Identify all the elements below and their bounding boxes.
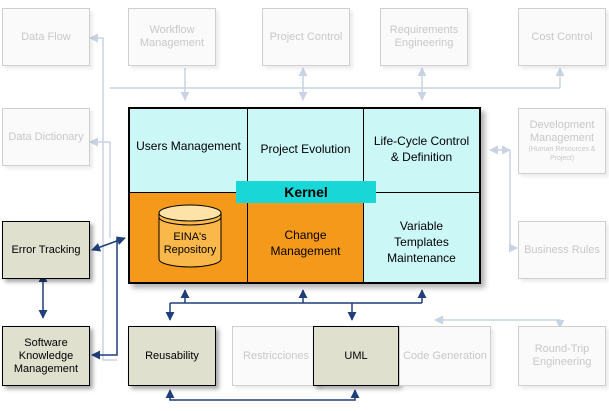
kernel-label: Kernel bbox=[236, 181, 376, 203]
module-workflow-management[interactable]: Workflow Management bbox=[128, 8, 216, 66]
module-code-generation[interactable]: Code Generation bbox=[399, 326, 491, 386]
module-round-trip-engineering[interactable]: Round-Trip Engineering bbox=[518, 326, 606, 386]
cell-label: Variable Templates Maintenance bbox=[387, 218, 456, 265]
module-label: Reusability bbox=[145, 349, 199, 362]
module-label: Workflow Management bbox=[139, 24, 205, 49]
link-data-dictionary bbox=[89, 137, 111, 238]
cell-label: Project Evolution bbox=[260, 141, 351, 156]
module-data-dictionary[interactable]: Data Dictionary bbox=[2, 108, 90, 166]
module-label: Project Control bbox=[269, 30, 343, 43]
module-label: Round-Trip Engineering bbox=[532, 343, 592, 368]
module-label: Data Flow bbox=[21, 30, 71, 43]
link-error-tracking bbox=[91, 236, 126, 252]
kernel-cell-life-cycle[interactable]: Life-Cycle Control & Definition bbox=[364, 109, 479, 193]
module-software-knowledge-management[interactable]: Software Knowledge Management bbox=[2, 326, 90, 386]
module-label: Error Tracking bbox=[11, 243, 81, 256]
kernel-cell-change-management[interactable]: Change Management bbox=[248, 193, 364, 282]
module-sublabel: (Human Resources & Project) bbox=[528, 146, 596, 162]
module-data-flow[interactable]: Data Flow bbox=[2, 8, 90, 66]
link-business-rules bbox=[508, 150, 518, 253]
module-label: UML bbox=[344, 349, 368, 362]
module-label: Data Dictionary bbox=[8, 130, 84, 143]
repository-cylinder-icon bbox=[158, 204, 222, 268]
kernel-cell-variable-templates[interactable]: Variable Templates Maintenance bbox=[364, 193, 479, 282]
module-uml[interactable]: UML bbox=[313, 326, 399, 386]
module-development-management[interactable]: Development Management (Human Resources … bbox=[518, 108, 606, 174]
module-label: Business Rules bbox=[524, 243, 600, 256]
module-restricciones[interactable]: Restricciones bbox=[232, 326, 320, 386]
kernel-cell-users-management[interactable]: Users Management bbox=[130, 109, 248, 193]
module-label: Requirements Engineering bbox=[389, 24, 459, 49]
module-label: Restricciones bbox=[242, 349, 310, 362]
module-project-control[interactable]: Project Control bbox=[262, 8, 350, 66]
module-error-tracking[interactable]: Error Tracking bbox=[2, 221, 90, 279]
module-label: Software Knowledge Management bbox=[13, 336, 79, 375]
module-label: Cost Control bbox=[531, 30, 593, 43]
module-reusability[interactable]: Reusability bbox=[128, 326, 216, 386]
link-reusability-uml bbox=[165, 389, 360, 401]
module-cost-control[interactable]: Cost Control bbox=[518, 8, 606, 66]
kernel-title: Kernel bbox=[284, 184, 328, 200]
module-label: Development Management bbox=[529, 119, 595, 144]
link-code-roundtrip bbox=[434, 315, 565, 329]
cell-label: Change Management bbox=[270, 227, 341, 258]
repository-label: EINA's Repository bbox=[163, 231, 217, 256]
cell-label: Users Management bbox=[136, 138, 241, 153]
module-label: Code Generation bbox=[403, 349, 487, 362]
module-requirements-engineering[interactable]: Requirements Engineering bbox=[380, 8, 468, 66]
link-data-flow bbox=[89, 33, 117, 361]
link-knowledge-kernel bbox=[91, 238, 118, 360]
kernel-frame bbox=[128, 107, 481, 284]
kernel-cell-project-evolution[interactable]: Project Evolution bbox=[248, 109, 364, 193]
module-business-rules[interactable]: Business Rules bbox=[518, 221, 606, 279]
cell-label: Life-Cycle Control & Definition bbox=[373, 133, 470, 164]
